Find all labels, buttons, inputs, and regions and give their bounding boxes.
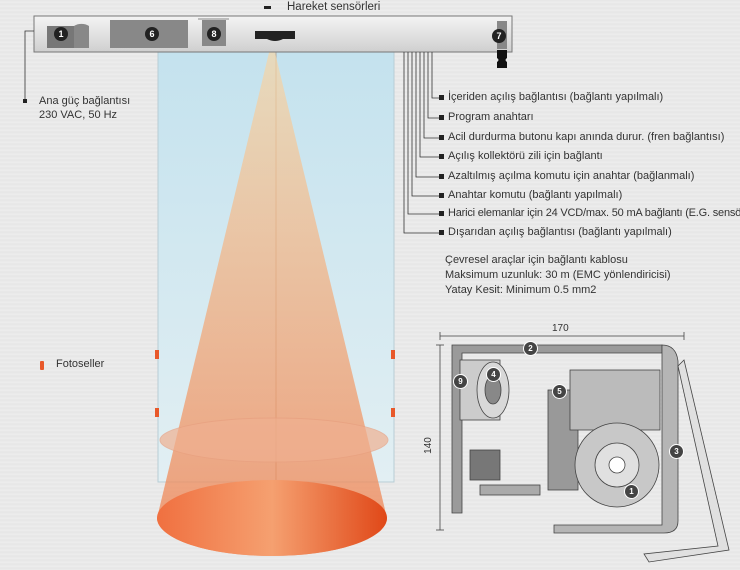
detection-area: [157, 480, 387, 556]
connection-item: İçeriden açılış bağlantısı (bağlantı yap…: [439, 91, 663, 103]
part-9-badge: 9: [453, 374, 468, 389]
connection-item: Acil durdurma butonu kapı anında durur. …: [439, 131, 724, 143]
cross-section-drawing: [436, 332, 730, 563]
component-7-badge: 7: [492, 29, 506, 43]
connection-item: Azaltılmış açılma komutu için anahtar (b…: [439, 170, 694, 182]
connection-item: Harici elemanlar için 24 VCD/max. 50 mA …: [439, 207, 740, 219]
connection-lines: [403, 52, 440, 234]
width-dimension: 170: [552, 323, 569, 334]
power-line2: 230 VAC, 50 Hz: [39, 109, 118, 121]
part-1-badge: 1: [624, 484, 639, 499]
height-dimension: 140: [422, 437, 434, 454]
cable-line2: Maksimum uzunluk: 30 m (EMC yönlendirici…: [445, 269, 671, 281]
part-5-badge: 5: [552, 384, 567, 399]
component-1-badge: 1: [54, 27, 68, 41]
power-label: Ana güç bağlantısı 230 VAC, 50 Hz: [39, 94, 130, 122]
connection-item: Dışarıdan açılış bağlantısı (bağlantı ya…: [439, 226, 672, 238]
component-6-badge: 6: [145, 27, 159, 41]
photocells-label: Fotoseller: [56, 358, 105, 370]
connection-item: Program anahtarı: [439, 111, 534, 123]
part-3-badge: 3: [669, 444, 684, 459]
power-line1: Ana güç bağlantısı: [39, 95, 131, 107]
cable-line3: Yatay Kesit: Minimum 0.5 mm2: [445, 284, 597, 296]
connection-item: Açılış kollektörü zili için bağlantı: [439, 150, 603, 162]
motion-sensors-label: Hareket sensörleri: [287, 1, 381, 13]
cable-line1: Çevresel araçlar için bağlantı kablosu: [445, 254, 628, 266]
component-8-badge: 8: [207, 27, 221, 41]
connection-item: Anahtar komutu (bağlantı yapılmalı): [439, 189, 622, 201]
photocell: [155, 350, 159, 359]
part-4-badge: 4: [486, 367, 501, 382]
part-2-badge: 2: [523, 341, 538, 356]
cable-note: Çevresel araçlar için bağlantı kablosu M…: [445, 253, 671, 298]
